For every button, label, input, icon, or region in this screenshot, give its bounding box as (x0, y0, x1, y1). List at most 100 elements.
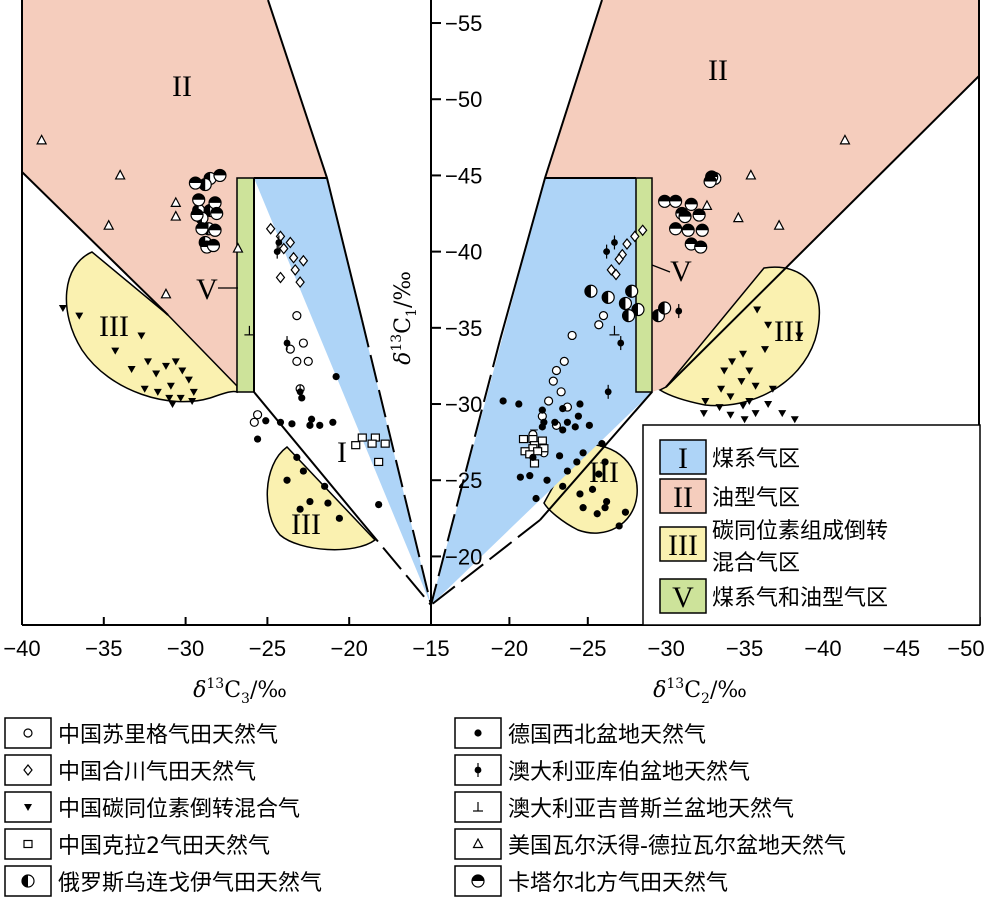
legend-label: 中国克拉2气田天然气 (58, 834, 270, 859)
data-point-left (324, 499, 332, 507)
data-point-right (694, 240, 708, 254)
data-point-right (703, 174, 717, 189)
data-point-left (292, 356, 302, 366)
legend-label: 美国瓦尔沃得-德拉瓦尔盆地天然气 (508, 834, 846, 859)
x-tick-label-left: −30 (167, 636, 204, 661)
data-point-left (298, 394, 306, 402)
data-point-right (516, 473, 524, 481)
data-point-right (658, 194, 672, 208)
legend-item: 德国西北盆地天然气 (454, 717, 706, 749)
data-point-right (760, 346, 769, 354)
data-point-right (609, 325, 620, 336)
data-point-right (751, 410, 760, 418)
data-point-right (603, 497, 611, 506)
zone-label-ii-right: II (708, 54, 728, 87)
data-point-left (283, 476, 291, 484)
data-point-right (529, 459, 540, 468)
zone-legend-swatch-v (659, 578, 707, 614)
data-point-right (537, 436, 547, 445)
data-point-right (533, 447, 543, 456)
legend-label: 卡塔尔北方气田天然气 (508, 871, 728, 896)
legend-marker-box (454, 754, 502, 786)
data-point-left (298, 254, 309, 267)
zone-legend-label-i: 煤系气区 (712, 447, 800, 472)
data-point-right (658, 301, 672, 315)
legend-item: 中国克拉2气田天然气 (4, 828, 270, 860)
data-point-left (295, 276, 305, 289)
data-point-right (699, 410, 708, 418)
data-point-right (518, 434, 529, 444)
data-point-right (637, 224, 648, 237)
zone-label-v-right: V (670, 255, 692, 288)
data-point-right (773, 219, 785, 230)
zone-legend-swatch-i (659, 439, 707, 475)
x-tick-label-right: −25 (569, 636, 606, 661)
data-point-right (839, 134, 851, 145)
data-point-right (543, 396, 554, 406)
data-point-left (249, 417, 259, 427)
zone-ii-right (545, 0, 980, 392)
x-tick-label-left: −40 (3, 636, 40, 661)
data-point-right (684, 197, 698, 211)
data-point-left (170, 210, 182, 221)
zone-legend-roman-iii: III (668, 529, 698, 562)
data-point-left (127, 365, 136, 373)
data-point-left (285, 344, 295, 354)
data-point-left (262, 417, 270, 425)
legend-marker (21, 874, 35, 888)
series-1 (265, 222, 648, 289)
legend-label: 澳大利亚库伯盆地天然气 (508, 760, 750, 785)
data-point-right (795, 332, 804, 340)
data-point-left (168, 401, 177, 409)
legend-item: 中国苏里格气田天然气 (4, 717, 278, 749)
y-tick-label: −55 (445, 11, 482, 36)
data-point-right (618, 296, 633, 311)
zone-ii-left (22, 0, 327, 392)
data-point-right (768, 385, 777, 393)
data-point-right (745, 367, 754, 375)
data-point-right (567, 330, 577, 341)
zone-label-iii-left-large: III (99, 310, 129, 343)
zone-label-v-left: V (196, 273, 218, 306)
data-point-right (621, 309, 636, 323)
legend-label: 俄罗斯乌连戈伊气田天然气 (58, 871, 322, 896)
zone-iii-left-small (266, 446, 377, 551)
data-point-left (153, 388, 162, 396)
data-point-left (170, 196, 182, 207)
data-point-right (579, 449, 587, 457)
legend-marker (23, 728, 33, 738)
data-point-right (669, 194, 683, 208)
data-point-left (208, 196, 222, 210)
data-point-right (753, 306, 762, 314)
data-point-right (585, 421, 593, 429)
data-point-right (601, 504, 609, 512)
data-point-left (160, 288, 172, 299)
data-point-left (165, 394, 174, 402)
data-point-right (559, 356, 569, 366)
data-point-right (692, 208, 706, 222)
data-point-right (737, 378, 746, 386)
data-point-right (611, 235, 618, 250)
legend-marker-box (4, 717, 52, 749)
data-point-left (299, 467, 307, 475)
data-point-left (140, 385, 149, 393)
data-point-right (720, 367, 729, 375)
data-point-left (296, 384, 304, 399)
data-point-right (764, 321, 773, 329)
data-point-right (669, 222, 683, 236)
legend-marker (472, 837, 484, 849)
legend-item: 中国碳同位素倒转混合气 (4, 791, 300, 823)
data-point-right (739, 402, 748, 410)
data-point-left (321, 482, 329, 490)
data-point-left (290, 263, 300, 276)
data-point-right (538, 423, 546, 431)
data-point-right (594, 320, 604, 330)
data-point-left (375, 501, 383, 509)
data-point-left (166, 382, 175, 390)
data-point-left (374, 457, 384, 467)
data-point-right (529, 453, 537, 461)
data-point-left (335, 514, 343, 522)
legend-marker (473, 802, 483, 812)
data-point-left (232, 242, 244, 253)
